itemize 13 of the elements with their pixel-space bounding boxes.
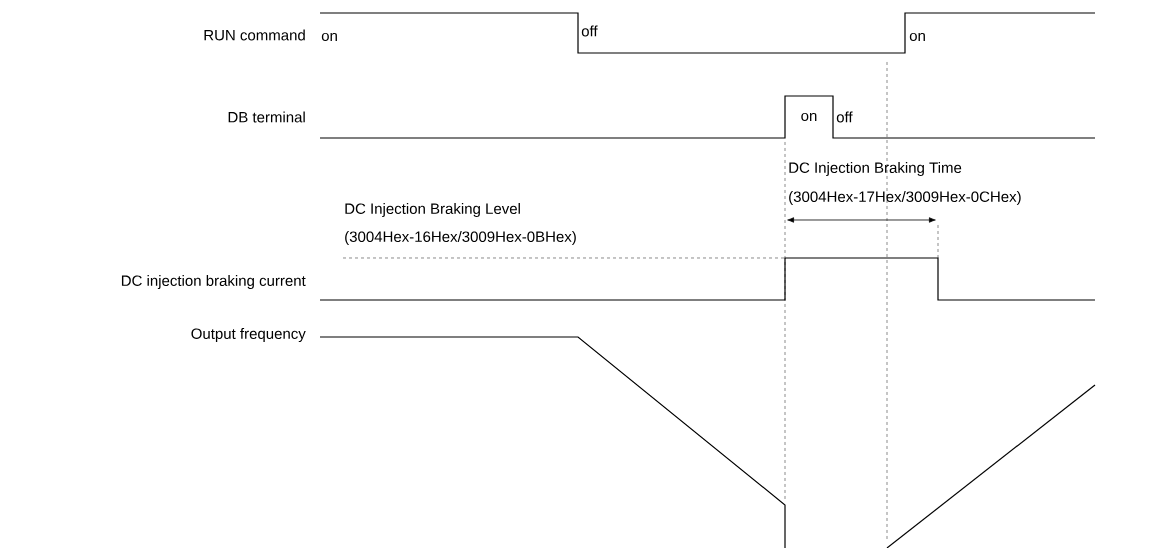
- signal-name: DB terminal: [228, 111, 305, 123]
- state-label: on: [321, 32, 337, 42]
- signal-name: Output frequency: [191, 328, 306, 342]
- parameter-label: (3004Hex-16Hex/3009Hex-0BHex): [345, 231, 576, 245]
- parameter-label: (3004Hex-17Hex/3009Hex-0CHex): [789, 191, 1021, 205]
- signal-name: DC injection braking current: [121, 275, 306, 289]
- state-label: off: [581, 25, 598, 37]
- state-label: on: [801, 112, 817, 122]
- signal-name: RUN command: [204, 29, 305, 41]
- state-label: on: [909, 32, 925, 42]
- parameter-label: DC Injection Braking Time: [789, 162, 962, 176]
- state-label: off: [836, 111, 853, 123]
- parameter-label: DC Injection Braking Level: [345, 203, 520, 217]
